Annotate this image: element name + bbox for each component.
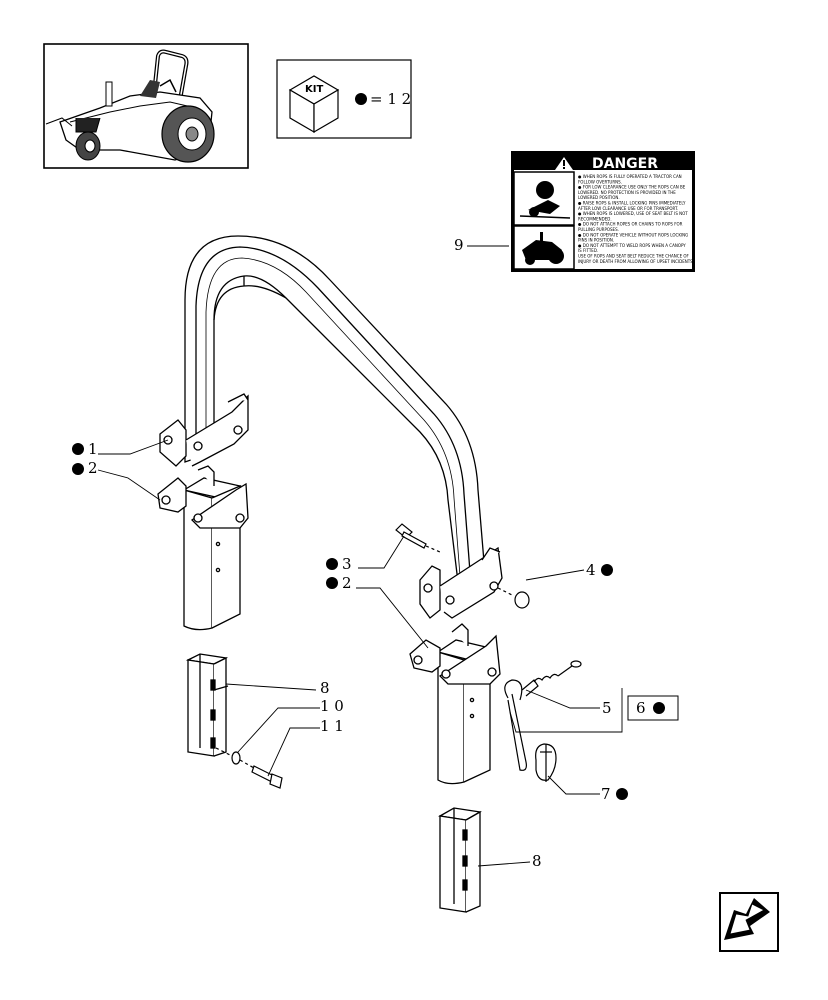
right-sleeve xyxy=(438,807,482,913)
danger-text-line: LOWERED POSITION. xyxy=(578,195,620,200)
danger-decal: DANGER ● WHEN ROPS IS FULLY OPERATED A T… xyxy=(511,151,695,272)
danger-text-block: ● WHEN ROPS IS FULLY OPERATED A TRACTOR … xyxy=(578,174,694,264)
danger-text-line: ● DO NOT ATTEMPT TO WELD ROPS WHEN A CAN… xyxy=(578,243,686,248)
danger-text-line: INJURY OR DEATH FROM ALLOWING OF UPSET I… xyxy=(578,259,694,264)
clip-pin-7 xyxy=(535,743,557,782)
kit-legend: KIT = 1 2 xyxy=(276,59,412,139)
callout-number-c5: 5 xyxy=(602,699,612,717)
callout-dot-4 xyxy=(601,564,613,576)
overturn-pictogram xyxy=(519,181,571,219)
danger-text-line: RECOMMENDED. xyxy=(578,216,612,221)
kit-equals-value: = 1 2 xyxy=(370,90,411,108)
danger-text-line: ● DO NOT ATTACH ROPES OR CHAINS TO ROPS … xyxy=(578,222,683,227)
danger-text-line: IS FITTED. xyxy=(578,248,598,253)
callout-number-c9: 9 xyxy=(454,236,464,254)
callout-dot-2b xyxy=(326,577,338,589)
callout-number-c3: 3 xyxy=(342,555,352,573)
callout-dot-2a xyxy=(72,463,84,475)
callout-dot-6 xyxy=(653,702,665,714)
danger-text-line: LOWERED. NO PROTECTION IS PROVIDED IN TH… xyxy=(578,190,676,195)
callout-number-c8a: 8 xyxy=(320,679,330,697)
callout-dot-3 xyxy=(326,558,338,570)
callout-number-c7: 7 xyxy=(601,785,611,803)
callout-number-c6: 6 xyxy=(636,699,646,717)
arch-right-bracket xyxy=(419,546,503,619)
danger-text-line: ● WHEN ROPS IS FULLY OPERATED A TRACTOR … xyxy=(578,174,682,179)
danger-text-line: AFTER LOW CLEARANCE USE OR FOR TRANSPORT… xyxy=(578,206,678,211)
kit-label: KIT xyxy=(305,84,323,95)
danger-text-line: ● FOR LOW CLEARANCE USE ONLY THE ROPS CA… xyxy=(578,185,686,190)
tractor-pictogram xyxy=(522,232,564,265)
danger-text-line: FOLLOW OVERTURNS. xyxy=(578,179,622,184)
pin-bolt-3 xyxy=(395,523,441,553)
kit-marker-dot xyxy=(355,93,367,105)
danger-text-line: PULLING PURPOSES. xyxy=(578,227,619,232)
callout-number-c11: 1 1 xyxy=(320,717,344,735)
nut-part-4 xyxy=(497,587,530,609)
left-lower-post xyxy=(157,465,249,631)
callout-markers xyxy=(72,443,679,800)
danger-text-line: ● RAISE ROPS & INSTALL LOCKING PINS IMME… xyxy=(578,201,686,206)
callout-number-c2a: 2 xyxy=(88,459,98,477)
danger-text-line: USE OF ROPS AND SEAT BELT REDUCE THE CHA… xyxy=(578,254,690,259)
warning-triangle-icon xyxy=(555,157,573,170)
danger-title: DANGER xyxy=(592,156,658,172)
callout-number-c8b: 8 xyxy=(532,852,542,870)
tractor-thumbnail xyxy=(43,43,249,169)
callout-number-c2b: 2 xyxy=(342,574,352,592)
danger-text-line: ● WHEN ROPS IS LOWERED, USE OF SEAT BELT… xyxy=(578,211,688,216)
rops-arch xyxy=(184,235,485,584)
previous-page-arrow-icon[interactable] xyxy=(719,892,779,952)
left-sleeve xyxy=(185,653,229,757)
washer-part xyxy=(215,747,241,765)
callout-number-c10: 1 0 xyxy=(320,697,344,715)
bolt-part xyxy=(239,759,283,789)
callout-dot-7 xyxy=(616,788,628,800)
arch-left-bracket xyxy=(159,393,249,467)
leader-lines xyxy=(97,439,623,867)
callout-dot-1 xyxy=(72,443,84,455)
danger-text-line: PINS IN POSITION. xyxy=(578,238,614,243)
callout-box-6 xyxy=(627,695,679,721)
right-lower-post xyxy=(409,623,501,785)
danger-text-line: ● DO NOT OPERATE VEHICLE WITHOUT ROPS LO… xyxy=(578,232,688,237)
callout-number-c4: 4 xyxy=(586,561,596,579)
callout-number-c1: 1 xyxy=(88,440,98,458)
kit-cube-icon: KIT xyxy=(288,75,340,134)
